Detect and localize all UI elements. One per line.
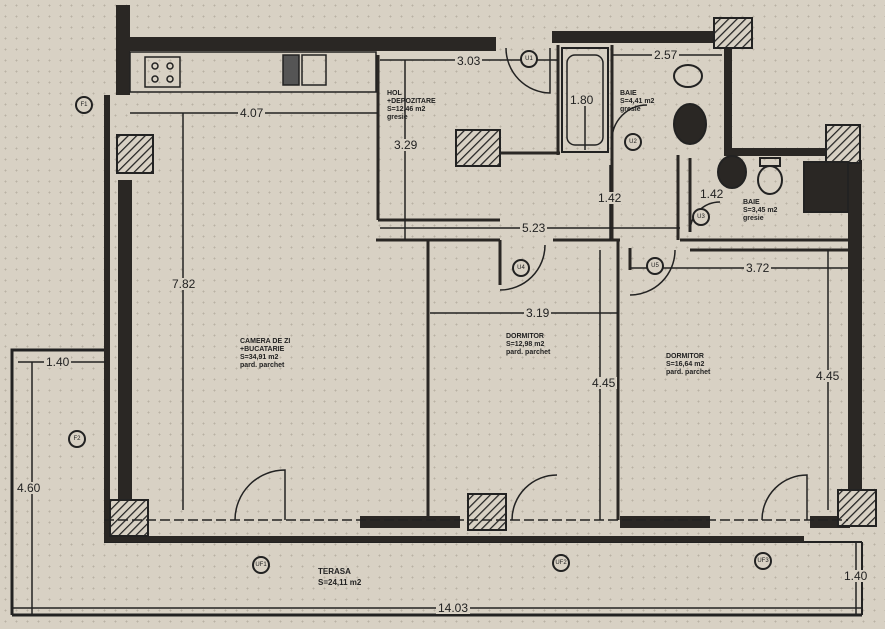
room-label-bedroom-1: DORMITOR S=12,98 m2 pard. parchet (506, 333, 551, 356)
dimension-label: 14.03 (436, 601, 471, 615)
dimension-label: 7.82 (170, 277, 198, 291)
dimension-label: 3.19 (524, 306, 552, 320)
dimension-label: 1.42 (698, 187, 726, 201)
door-tag: U5 (646, 257, 664, 275)
dimension-label: 1.40 (842, 569, 870, 583)
dimension-label: 1.42 (596, 191, 624, 205)
door-tag: UF1 (252, 556, 270, 574)
dimension-label: 5.23 (520, 221, 548, 235)
door-tag: U3 (692, 208, 710, 226)
door-tag: UF3 (754, 552, 772, 570)
sanitary-fixtures (673, 64, 783, 195)
closet (455, 129, 501, 167)
room-label-hall: HOL +DEPOZITARE S=12,46 m2 gresie (387, 90, 436, 121)
room-label-bedroom-2: DORMITOR S=16,64 m2 pard. parchet (666, 353, 711, 376)
room-label-bath-1: BAIE S=4,41 m2 gresie (620, 90, 655, 113)
kitchen-counter (129, 51, 377, 93)
dimension-label: 4.45 (590, 376, 618, 390)
door-tag: U2 (624, 133, 642, 151)
dimension-label: 1.80 (568, 93, 596, 107)
window-tag: F1 (75, 96, 93, 114)
window-tag: F2 (68, 430, 86, 448)
door-tag: U4 (512, 259, 530, 277)
bathtub (561, 47, 609, 153)
room-label-living: CAMERA DE ZI +BUCATARIE S=34,91 m2 pard.… (240, 338, 291, 369)
door-tag: U1 (520, 50, 538, 68)
door-swings (234, 47, 808, 521)
terrace-outline (10, 348, 863, 617)
dimension-label: 3.29 (392, 138, 420, 152)
dimension-label: 4.45 (814, 369, 842, 383)
dimension-label: 3.03 (455, 54, 483, 68)
door-tag: UF2 (552, 554, 570, 572)
dimension-label: 4.07 (238, 106, 266, 120)
dimension-label: 2.57 (652, 48, 680, 62)
interior-walls (376, 45, 848, 520)
hatched-columns (109, 17, 877, 537)
room-label-terrace: TERASA S=24,11 m2 (318, 567, 362, 587)
dimension-label: 3.72 (744, 261, 772, 275)
room-label-bath-2: BAIE S=3,45 m2 gresie (743, 199, 778, 222)
dimension-label: 4.60 (15, 481, 43, 495)
dimension-label: 1.40 (44, 355, 72, 369)
